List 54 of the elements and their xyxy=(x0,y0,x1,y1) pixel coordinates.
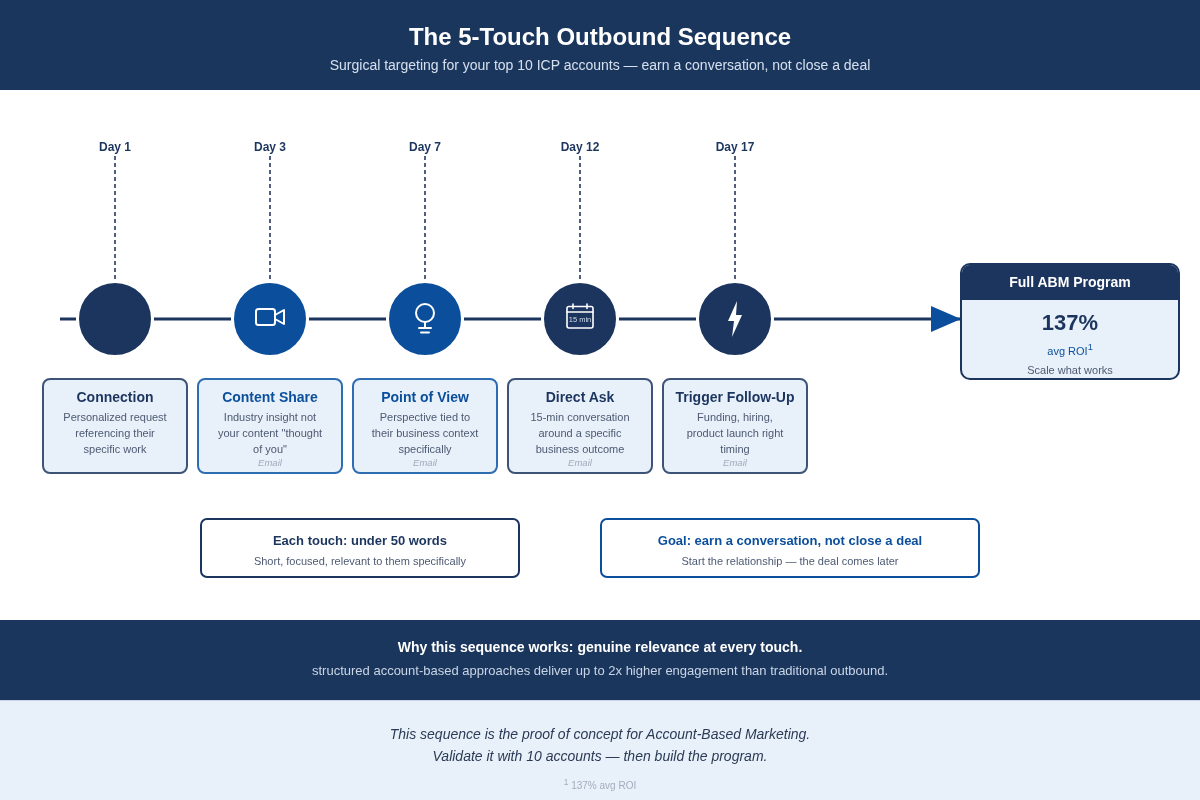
card-title: Connection xyxy=(76,388,154,406)
card-description: Personalized request referencing their specific work xyxy=(62,410,168,457)
note-box xyxy=(200,518,520,578)
stat-label: avg ROI$^{1}$ xyxy=(1047,341,1093,359)
channel-label: Email xyxy=(568,457,592,469)
step-card xyxy=(507,378,653,474)
leader-line xyxy=(424,155,426,281)
subtitle: Surgical targeting for your top 10 ICP accounts — earn a conversation, not close a deal xyxy=(329,56,871,74)
channel-label: Email xyxy=(413,457,437,469)
arrow xyxy=(774,306,961,332)
note-text: Short, focused, relevant to them specifically xyxy=(253,554,467,569)
step-card xyxy=(42,378,188,474)
card-title: Content Share xyxy=(222,388,318,406)
card-title: Direct Ask xyxy=(545,388,615,406)
day-label: Day 7 xyxy=(409,138,441,156)
card-title: Point of View xyxy=(381,388,469,406)
timeline-line xyxy=(60,317,76,321)
diagram-title: The 5-Touch Outbound Sequence xyxy=(408,22,792,52)
step-card xyxy=(197,378,343,474)
closing-text: This sequence is the proof of concept for Account-Based Marketing. Validate it with 10 accounts — then build the program. xyxy=(388,725,812,766)
note-title: Goal: earn a conversation, not close a deal xyxy=(657,532,923,550)
day-label: Day 1 xyxy=(99,138,131,156)
day-label: Day 3 xyxy=(254,138,286,156)
closing-band xyxy=(0,700,1200,800)
stat-value: 137% xyxy=(1041,310,1099,336)
note-box xyxy=(600,518,980,578)
leader-line xyxy=(579,155,581,281)
band-heading: Why this sequence works: genuine relevance at every touch. xyxy=(397,638,803,656)
note-text: Start the relationship — the deal comes later xyxy=(681,554,899,569)
summary-band xyxy=(0,620,1200,700)
note-title: Each touch: under 50 words xyxy=(272,532,448,550)
timeline-line xyxy=(154,317,231,321)
card-header: Full ABM Program xyxy=(962,265,1178,300)
step-card xyxy=(662,378,808,474)
card-description: 15-min conversation around a specific business outcome xyxy=(529,410,631,457)
timeline-line xyxy=(309,317,386,321)
card-title: Trigger Follow-Up xyxy=(675,388,795,406)
leader-line xyxy=(734,155,736,281)
card-description: Perspective tied to their business context specifically xyxy=(370,410,480,457)
timeline-line xyxy=(619,317,696,321)
band-text: structured account-based approaches deliver up to 2x higher engagement than traditional outbound. xyxy=(312,662,888,680)
channel-label: Email xyxy=(723,457,747,469)
leader-line xyxy=(114,155,116,281)
channel-label: Email xyxy=(258,457,282,469)
day-label: Day 12 xyxy=(560,138,600,156)
step-card xyxy=(352,378,498,474)
footnote: $^{1}$ 137% avg ROI xyxy=(563,776,637,794)
timeline-line xyxy=(464,317,541,321)
leader-line xyxy=(269,155,271,281)
program-card xyxy=(960,263,1180,380)
day-label: Day 17 xyxy=(715,138,755,156)
card-description: Funding, hiring, product launch right timing xyxy=(685,410,785,457)
card-description: Scale what works xyxy=(1027,362,1113,378)
card-description: Industry insight not your content "thought of you" xyxy=(216,410,324,457)
